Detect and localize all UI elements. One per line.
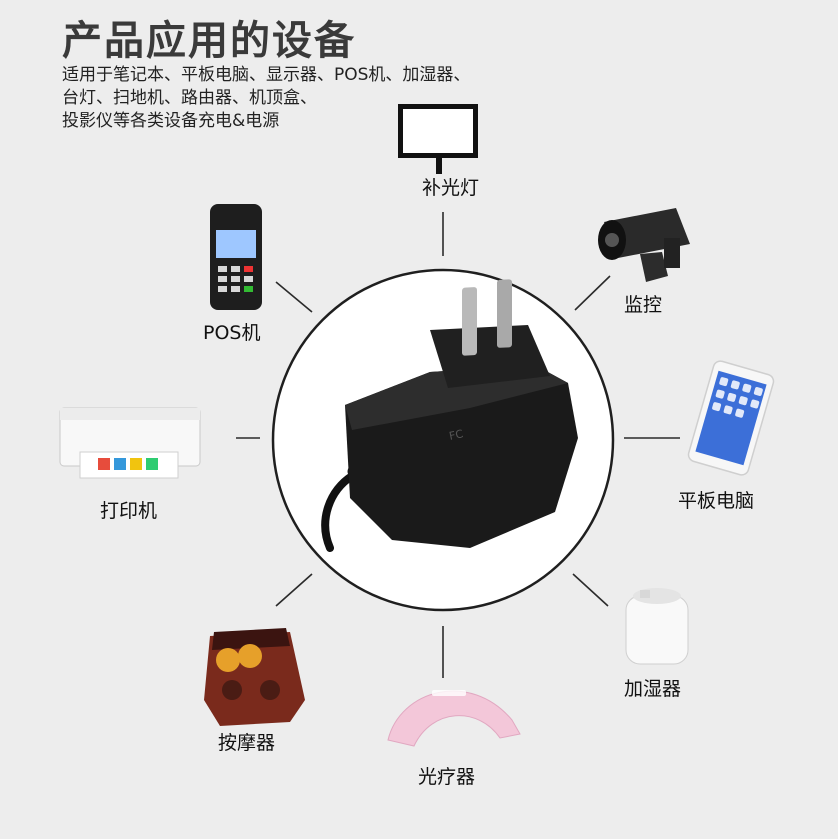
printer-icon xyxy=(59,407,201,479)
description-line: 适用于笔记本、平板电脑、显示器、POS机、加湿器、 xyxy=(62,65,471,85)
page-title: 产品应用的设备 xyxy=(62,18,356,64)
svg-text:FC: FC xyxy=(448,427,465,443)
description-line: 台灯、扫地机、路由器、机顶盒、 xyxy=(62,88,317,108)
nail-uv-lamp-icon xyxy=(387,690,521,747)
device-label-humidifier: 加湿器 xyxy=(624,678,682,700)
device-label-printer: 打印机 xyxy=(100,500,158,522)
power-adapter-icon: FC xyxy=(321,279,578,552)
humidifier-icon xyxy=(625,588,689,665)
connector-line xyxy=(572,573,609,607)
massager-icon xyxy=(204,628,305,726)
fill-light-panel-icon xyxy=(398,104,478,174)
device-label-massager: 按摩器 xyxy=(218,732,276,754)
tablet-icon xyxy=(687,360,775,476)
connector-lines xyxy=(236,212,680,678)
device-label-fill-light: 补光灯 xyxy=(422,177,480,199)
device-label-light-therapy: 光疗器 xyxy=(418,766,476,788)
connector-line xyxy=(275,281,313,313)
connector-line xyxy=(574,275,611,311)
pos-terminal-icon xyxy=(210,204,262,310)
device-label-monitoring: 监控 xyxy=(624,294,663,316)
description-line: 投影仪等各类设备充电&电源 xyxy=(62,111,280,131)
connector-line xyxy=(275,573,313,607)
device-label-tablet: 平板电脑 xyxy=(678,490,755,512)
security-camera-icon xyxy=(598,208,690,282)
description: 适用于笔记本、平板电脑、显示器、POS机、加湿器、 台灯、扫地机、路由器、机顶盒… xyxy=(62,64,542,133)
device-label-pos: POS机 xyxy=(203,322,261,344)
